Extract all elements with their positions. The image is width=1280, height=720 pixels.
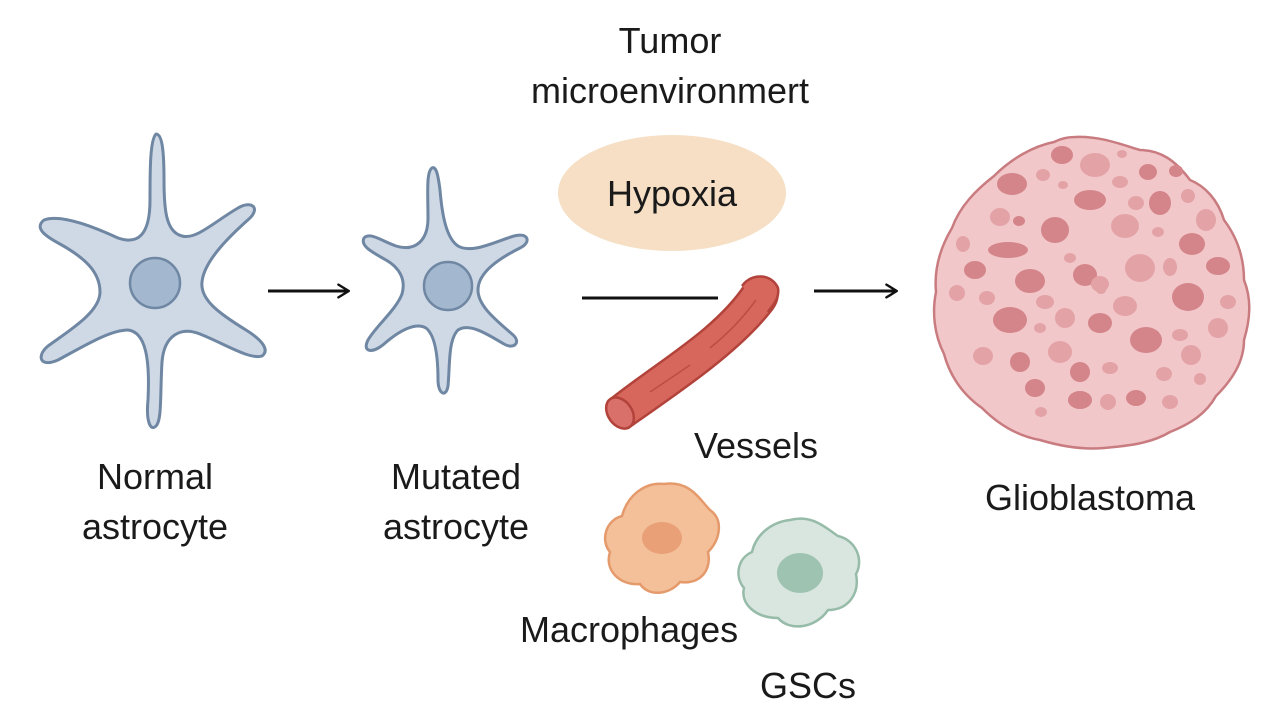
gscs-label: GSCs (760, 665, 857, 706)
tumor-spot (1034, 323, 1046, 333)
tumor-spot (1117, 150, 1127, 158)
hypoxia-ellipse (558, 135, 786, 251)
tumor-spot (1070, 362, 1090, 382)
macrophages-label: Macrophages (520, 609, 739, 650)
tumor-spot (949, 285, 965, 301)
mutated-line1: Mutated (390, 456, 522, 497)
tumor-spot (1172, 283, 1204, 311)
normal-line1: Normal (96, 456, 213, 497)
normal-astrocyte-label: Normal astrocyte (40, 452, 270, 552)
glioblastoma-icon (932, 135, 1251, 450)
tumor-spot (1096, 286, 1106, 294)
normal-astrocyte-icon (38, 132, 267, 429)
tumor-spot (1068, 391, 1092, 409)
tumor-spot (1125, 254, 1155, 282)
tumor-spot (1194, 373, 1206, 385)
tumor-spot (1058, 181, 1068, 189)
tumor-spot (1152, 227, 1164, 237)
tumor-spot (1112, 176, 1128, 188)
tumor-spot (1088, 313, 1112, 333)
tumor-spot (1025, 379, 1045, 397)
astrocyte-nucleus (422, 260, 474, 312)
hypoxia-label: Hypoxia (606, 173, 738, 214)
tumor-spot (1111, 214, 1139, 238)
gsc-icon (737, 517, 861, 628)
tumor-spot (1208, 318, 1228, 338)
tumor-spot (1128, 196, 1144, 210)
tumor-spot (1035, 407, 1047, 417)
tumor-spot (1100, 394, 1116, 410)
tumor-spot (1220, 295, 1236, 309)
tumor-spot (1172, 329, 1188, 341)
tumor-spot (1139, 164, 1157, 180)
tumor-spot (1055, 308, 1075, 328)
tumor-spot (1013, 216, 1025, 226)
tumor-spot (997, 173, 1027, 195)
astrocyte-nucleus (128, 256, 182, 310)
tumor-spot (1074, 190, 1106, 210)
tumor-spot (1080, 153, 1110, 177)
tumor-spot (1163, 258, 1177, 276)
tumor-spot (1113, 296, 1137, 316)
tumor-spot (1196, 209, 1216, 231)
tumor-spot (1169, 165, 1183, 177)
normal-line2: astrocyte (81, 506, 229, 547)
mutated-astrocyte-icon (361, 166, 529, 395)
tumor-spot (1041, 217, 1069, 243)
title-label: Tumor microenvironmert (480, 16, 860, 116)
tumor-spot (1126, 390, 1146, 406)
tumor-spot (1015, 269, 1045, 293)
tumor-spot (956, 236, 970, 252)
tumor-spot (964, 261, 986, 279)
tumor-spot (1130, 327, 1162, 353)
tumor-spot (988, 242, 1028, 258)
tumor-spot (1206, 257, 1230, 275)
vessels-label: Vessels (693, 425, 819, 466)
tumor-spot (1048, 341, 1072, 363)
tumor-spot (1149, 191, 1171, 215)
tumor-spot (1181, 345, 1201, 365)
tumor-spot (993, 307, 1027, 333)
tumor-spot (1073, 264, 1097, 286)
title-line1: Tumor (618, 20, 722, 61)
tumor-spot (1051, 146, 1073, 164)
tumor-spot (1181, 189, 1195, 203)
tumor-spot (1036, 169, 1050, 181)
mutated-astrocyte-label: Mutated astrocyte (346, 452, 566, 552)
tumor-spot (1010, 352, 1030, 372)
tumor-spot (1036, 295, 1054, 309)
tumor-spot (973, 347, 993, 365)
tumor-spot (1102, 362, 1118, 374)
tumor-spot (1162, 395, 1178, 409)
title-line2: microenvironmert (530, 70, 810, 111)
vessel-icon (604, 275, 780, 430)
mutated-line2: astrocyte (382, 506, 530, 547)
tumor-spot (990, 208, 1010, 226)
macrophage-icon (603, 482, 720, 594)
tumor-spot (1064, 253, 1076, 263)
tumor-spot (1156, 367, 1172, 381)
glioblastoma-label: Glioblastoma (984, 477, 1196, 518)
tumor-spot (979, 291, 995, 305)
tumor-spot (1179, 233, 1205, 255)
